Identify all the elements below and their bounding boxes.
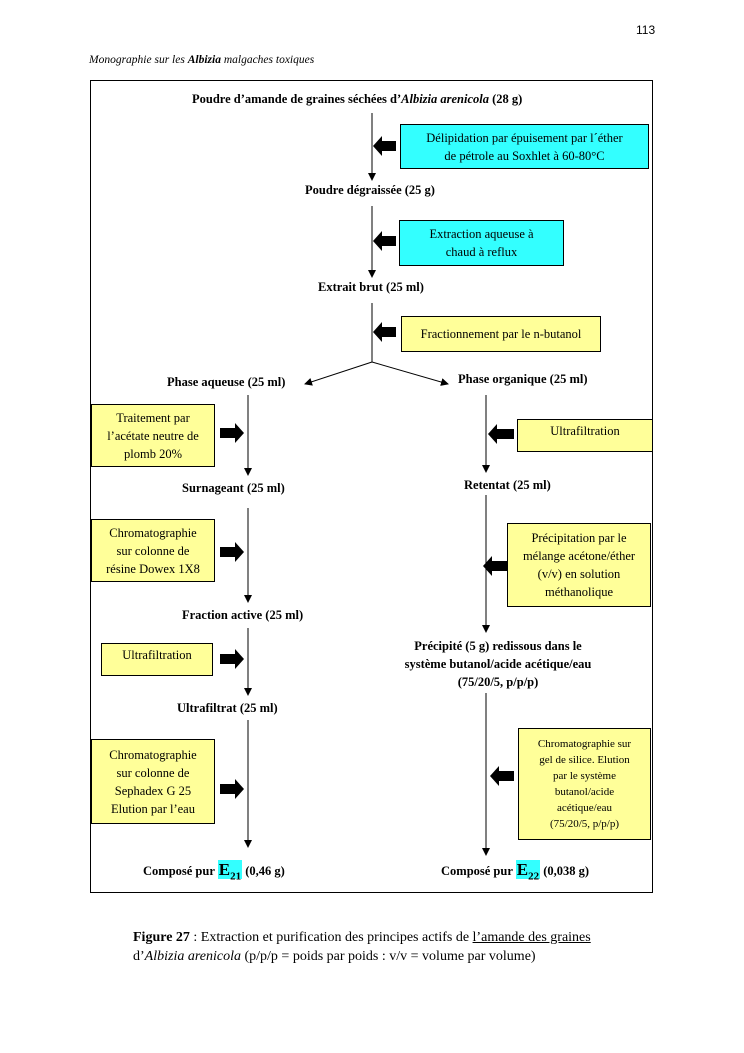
step-silica-line2: gel de silice. Elution [539, 754, 630, 766]
step-fractionation: Fractionnement par le n-butanol [401, 316, 601, 352]
step-delipidation-line2: de pétrole au Soxhlet à 60-80°C [444, 148, 605, 163]
node-crude-extract: Extrait brut (25 ml) [318, 280, 424, 294]
node-supernatant: Surnageant (25 ml) [182, 481, 285, 495]
step-sephadex-line2: sur colonne de [116, 765, 190, 780]
node-start-prefix: Poudre d’amande de graines séchées d’ [192, 92, 402, 106]
caption-text-after: (p/p/p = poids par poids : v/v = volume … [240, 949, 536, 964]
step-precipitation-line3: (v/v) en solution [537, 567, 621, 581]
running-head-genus: Albizia [187, 54, 221, 66]
step-silica-line6: (75/20/5, p/p/p) [549, 818, 620, 830]
caption-line2-prefix: d’ [133, 949, 145, 964]
block-arrow-ultrafiltration-left [220, 649, 244, 669]
step-silica-line4: butanol/acide [554, 786, 615, 798]
step-silica-line5: acétique/eau [557, 802, 612, 814]
node-start-species: Albizia arenicola [401, 92, 489, 106]
caption-underlined: l’amande des graines [472, 930, 591, 945]
caption-label: Figure 27 [133, 930, 190, 945]
step-precipitation-line2: mélange acétone/éther [522, 549, 636, 563]
step-dowex-line2: sur colonne de [116, 543, 190, 558]
step-delipidation-line1: Délipidation par épuisement par l´éther [426, 130, 623, 145]
step-ultrafiltration-right: Ultrafiltration [517, 419, 653, 452]
node-degreased: Poudre dégraissée (25 g) [305, 183, 435, 197]
compound-e22-code: E [516, 860, 529, 879]
step-sephadex-line3: Sephadex G 25 [114, 783, 192, 798]
step-lead-acetate: Traitement par l’acétate neutre de plomb 2… [91, 404, 215, 467]
step-silica-chromatography: Chromatographie sur gel de silice. Elutio… [518, 728, 651, 840]
compound-e21-subscript: 21 [230, 870, 242, 883]
step-ultrafiltration-left-label: Ultrafiltration [122, 648, 192, 662]
running-head: Monographie sur les Albizia malgaches to… [89, 54, 314, 66]
compound-e22-label: E22 [515, 860, 541, 883]
block-arrow-delipidation [373, 136, 396, 156]
step-ultrafiltration-right-label: Ultrafiltration [550, 424, 620, 438]
block-arrow-sephadex [220, 779, 244, 799]
step-extraction-line1: Extraction aqueuse à [429, 227, 534, 241]
node-precipitate-line2: système butanol/acide acétique/eau [404, 657, 592, 671]
step-aqueous-extraction: Extraction aqueuse à chaud à reflux [399, 220, 564, 266]
step-precipitation: Précipitation par le mélange acétone/éthe… [507, 523, 651, 607]
compound-e21-label: E21 [217, 860, 243, 883]
node-start: Poudre d’amande de graines séchées d’Alb… [192, 92, 522, 107]
step-precipitation-line4: méthanolique [544, 585, 614, 599]
step-precipitation-line1: Précipitation par le [531, 531, 627, 545]
block-arrow-precipitation [483, 556, 508, 576]
block-arrow-extraction [373, 231, 396, 251]
figure-caption: Figure 27 : Extraction et purification d… [133, 928, 655, 966]
block-arrow-dowex [220, 542, 244, 562]
step-delipidation: Délipidation par épuisement par l´éther d… [400, 124, 649, 169]
running-head-suffix: malgaches toxiques [220, 54, 315, 66]
compound-e22-subscript: 22 [528, 870, 540, 883]
block-arrow-lead [220, 423, 244, 443]
step-lead-line3: plomb 20% [124, 446, 182, 461]
step-sephadex-chromatography: Chromatographie sur colonne de Sephadex G … [91, 739, 215, 824]
step-fractionation-label: Fractionnement par le n-butanol [420, 327, 582, 341]
caption-separator: : [189, 930, 201, 945]
block-arrow-ultrafiltration-right [488, 424, 514, 444]
step-lead-line2: l’acétate neutre de [107, 428, 199, 443]
arrow-split-to-organic [371, 361, 449, 386]
page-number: 113 [636, 23, 656, 37]
node-final-e22: Composé pur E22 (0,038 g) [441, 860, 589, 882]
caption-text: Extraction et purification des principes… [200, 930, 473, 945]
figure-frame [90, 80, 653, 893]
node-aqueous-phase: Phase aqueuse (25 ml) [167, 375, 286, 389]
step-dowex-line1: Chromatographie [109, 525, 197, 540]
caption-species: Albizia arenicola [144, 949, 241, 964]
compound-e21-code: E [218, 860, 231, 879]
step-silica-line1: Chromatographie sur [537, 738, 632, 750]
node-precipitate-line1: Précipité (5 g) redissous dans le [414, 639, 582, 653]
step-lead-line1: Traitement par [116, 410, 190, 425]
node-retentate: Retentat (25 ml) [464, 478, 551, 492]
node-active-fraction: Fraction active (25 ml) [182, 608, 304, 622]
step-dowex-chromatography: Chromatographie sur colonne de résine Dowe… [91, 519, 215, 582]
node-ultrafiltrate: Ultrafiltrat (25 ml) [177, 701, 278, 715]
node-final-e21-prefix: Composé pur [143, 864, 218, 878]
step-sephadex-line1: Chromatographie [109, 747, 197, 762]
node-precipitate: Précipité (5 g) redissous dans le systèm… [384, 637, 612, 691]
step-silica-line3: par le système [553, 770, 616, 782]
node-final-e22-prefix: Composé pur [441, 864, 516, 878]
node-final-e21-suffix: (0,46 g) [242, 864, 285, 878]
node-precipitate-line3: (75/20/5, p/p/p) [457, 675, 539, 689]
block-arrow-silica [490, 766, 514, 786]
node-final-e22-suffix: (0,038 g) [540, 864, 590, 878]
running-head-prefix: Monographie sur les [89, 54, 188, 66]
node-organic-phase: Phase organique (25 ml) [458, 372, 588, 386]
block-arrow-fractionation [373, 322, 396, 342]
node-final-e21: Composé pur E21 (0,46 g) [143, 860, 285, 882]
step-extraction-line2: chaud à reflux [445, 245, 518, 259]
step-dowex-line3: résine Dowex 1X8 [106, 561, 200, 576]
node-start-suffix: (28 g) [489, 92, 523, 106]
step-ultrafiltration-left: Ultrafiltration [101, 643, 213, 676]
arrow-split-to-aqueous [304, 361, 373, 386]
step-sephadex-line4: Elution par l’eau [110, 801, 195, 816]
